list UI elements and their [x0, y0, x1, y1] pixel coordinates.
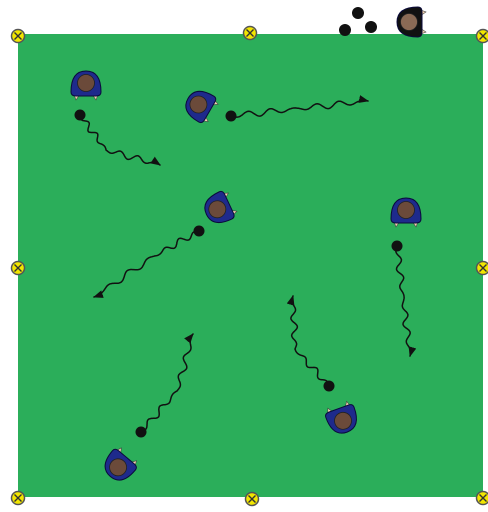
cone-marker: [244, 491, 260, 507]
cone-marker: [10, 490, 26, 506]
ball: [193, 225, 205, 237]
training-pitch: [18, 34, 483, 497]
ball: [225, 110, 237, 122]
spare-ball: [365, 21, 377, 33]
ball: [391, 240, 403, 252]
ball: [135, 426, 147, 438]
cone-marker: [475, 260, 488, 276]
player-5: [325, 400, 357, 434]
cone-marker: [475, 28, 488, 44]
dribble-arrow: [140, 333, 194, 433]
dribble-arrow: [230, 95, 369, 118]
cone-marker: [242, 25, 258, 41]
dribble-paths: [79, 95, 417, 433]
dribble-arrow: [79, 114, 161, 166]
player-4: [390, 197, 422, 228]
coach: [396, 6, 427, 38]
dribble-arrow: [93, 230, 200, 298]
coach-area: [339, 6, 427, 38]
ball: [323, 380, 335, 392]
cones: [10, 25, 488, 507]
dribble-arrow: [395, 245, 417, 357]
cone-marker: [475, 490, 488, 506]
player-3: [204, 190, 238, 224]
cone-marker: [10, 28, 26, 44]
spare-ball: [339, 24, 351, 36]
player-1: [70, 70, 102, 101]
player-6: [104, 447, 138, 481]
balls: [74, 109, 403, 438]
player-2: [185, 90, 219, 124]
players: [70, 70, 422, 481]
dribble-arrow: [286, 295, 330, 387]
spare-ball: [352, 7, 364, 19]
ball: [74, 109, 86, 121]
cone-marker: [10, 260, 26, 276]
